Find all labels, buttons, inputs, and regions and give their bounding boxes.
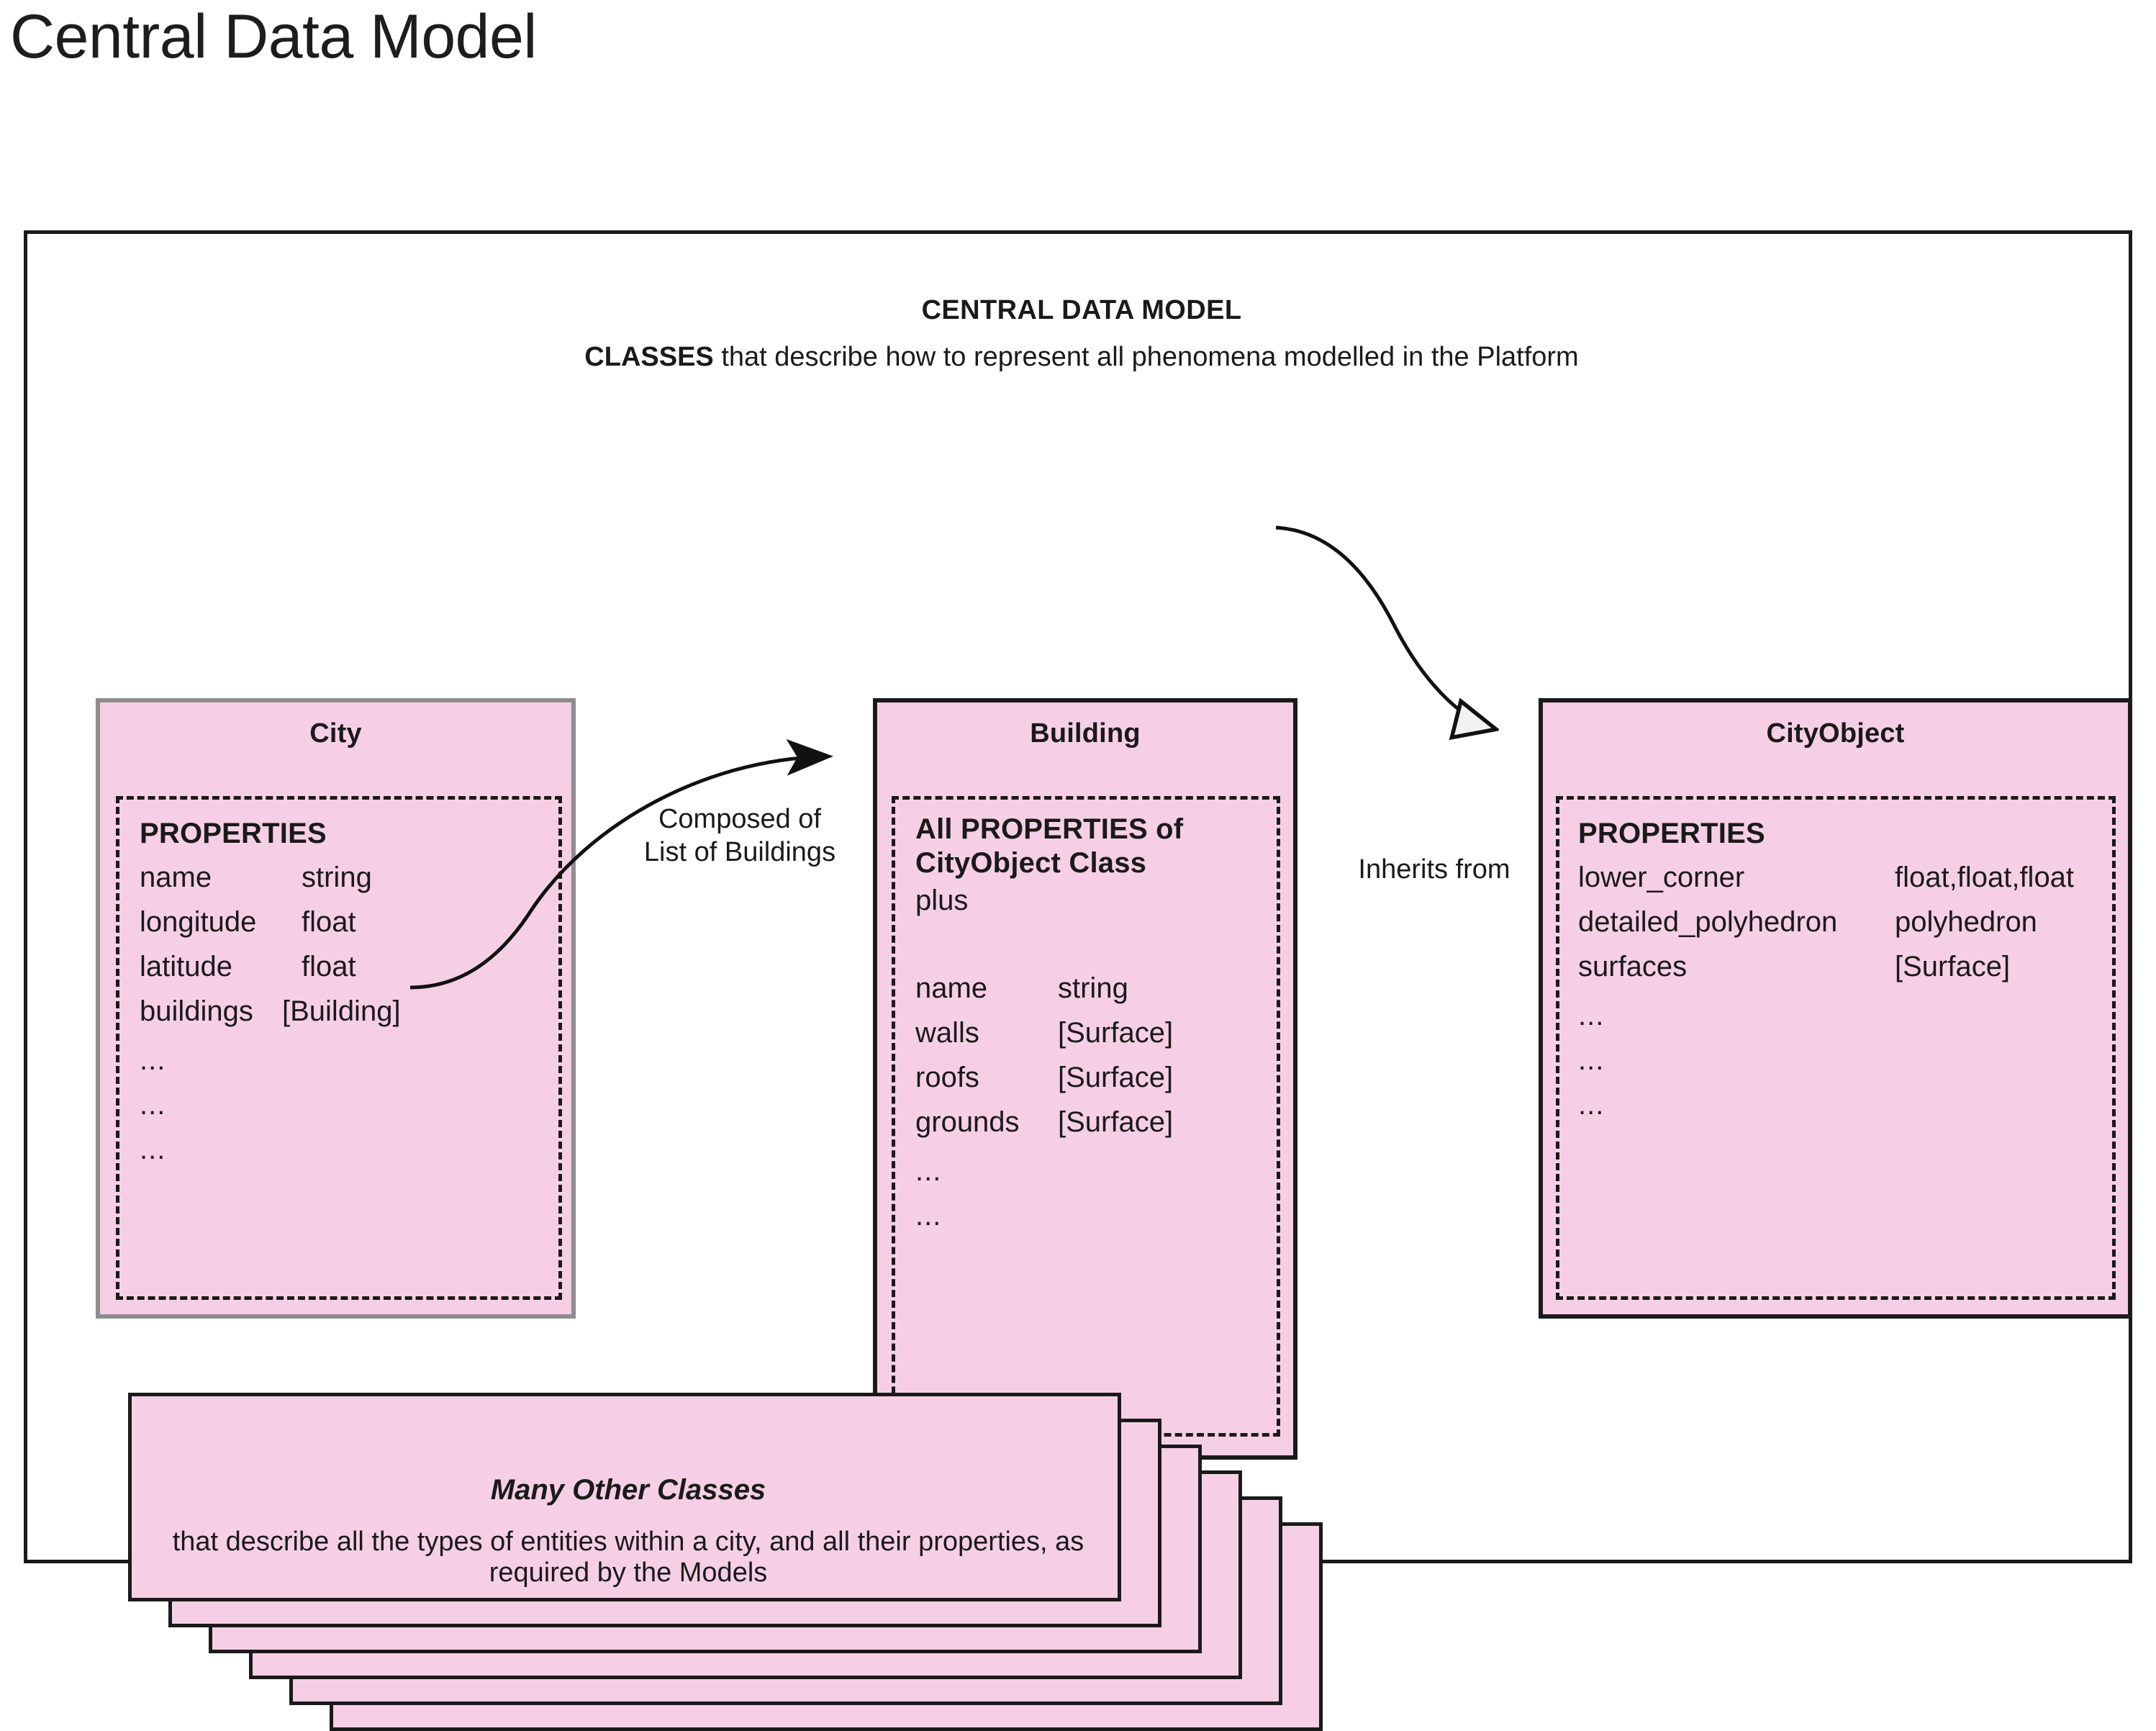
edge-label-composed-of: Composed of List of Buildings <box>643 804 836 868</box>
ellipsis-row: ... <box>140 1134 166 1165</box>
class-title-city: City <box>309 718 362 749</box>
property-name: buildings <box>140 995 253 1027</box>
class-title-cityobject: CityObject <box>1766 718 1905 749</box>
frame-heading: CENTRAL DATA MODEL CLASSES that describe… <box>27 295 2136 373</box>
properties-panel-city: PROPERTIES name string longitude float l… <box>116 796 562 1300</box>
frame-heading-title: CENTRAL DATA MODEL <box>921 295 1242 325</box>
ellipsis-row: ... <box>915 1200 942 1231</box>
ellipsis-row: ... <box>140 1089 166 1121</box>
property-name: grounds <box>915 1106 1020 1138</box>
properties-panel-building: All PROPERTIES of CityObject Class plus … <box>892 796 1280 1437</box>
ellipsis-row: ... <box>1578 1044 1605 1076</box>
edge-label-inherits-from: Inherits from <box>1358 854 1510 885</box>
property-type: float,float,float <box>1895 862 2075 893</box>
property-type: string <box>1058 972 1128 1004</box>
stack-card-text: Many Other Classes that describe all the… <box>132 1474 1125 1588</box>
class-box-cityobject[interactable]: CityObject PROPERTIES lower_corner float… <box>1539 698 2132 1319</box>
frame-heading-subtitle: CLASSES that describe how to represent a… <box>27 342 2136 373</box>
property-type: [Surface] <box>1058 1062 1174 1093</box>
property-type: [Surface] <box>1058 1017 1174 1049</box>
class-title-building: Building <box>1030 718 1141 749</box>
page-title: Central Data Model <box>10 2 537 71</box>
property-name: name <box>915 972 988 1004</box>
property-name: name <box>140 862 212 893</box>
property-name: longitude <box>140 906 257 938</box>
frame-heading-subtitle-rest: that describe how to represent all pheno… <box>713 342 1579 372</box>
properties-subnote-label: plus <box>915 885 969 916</box>
central-data-model-frame: CENTRAL DATA MODEL CLASSES that describe… <box>24 230 2132 1731</box>
property-name: detailed_polyhedron <box>1578 906 1838 938</box>
property-type: [Surface] <box>1058 1106 1174 1138</box>
properties-header-city: PROPERTIES <box>140 818 327 849</box>
stack-card-front[interactable]: Many Other Classes that describe all the… <box>128 1393 1121 1601</box>
ellipsis-row: ... <box>1578 1089 1605 1121</box>
property-type: string <box>302 862 372 893</box>
property-type: float <box>302 906 356 938</box>
property-name: surfaces <box>1578 951 1688 982</box>
property-type: float <box>302 951 356 982</box>
properties-header-cityobject: PROPERTIES <box>1578 818 1765 849</box>
class-box-city[interactable]: City PROPERTIES name string longitude fl… <box>96 698 576 1319</box>
property-name: lower_corner <box>1578 862 1745 893</box>
stack-card-subtitle: that describe all the types of entities … <box>172 1527 1084 1588</box>
ellipsis-row: ... <box>140 1044 166 1076</box>
frame-heading-subtitle-bold: CLASSES <box>584 342 714 372</box>
properties-header-building: All PROPERTIES of CityObject Class <box>915 813 1184 880</box>
ellipsis-row: ... <box>915 1155 942 1187</box>
property-type: [Building] <box>282 995 401 1027</box>
properties-panel-cityobject: PROPERTIES lower_corner float,float,floa… <box>1556 796 2116 1300</box>
class-box-building[interactable]: Building All PROPERTIES of CityObject Cl… <box>873 698 1297 1460</box>
property-name: roofs <box>915 1062 979 1093</box>
stack-card-title: Many Other Classes <box>490 1474 766 1506</box>
property-type: [Surface] <box>1895 951 2011 982</box>
property-name: latitude <box>140 951 232 982</box>
inherits-from-arrow <box>1275 525 1495 729</box>
ellipsis-row: ... <box>1578 1000 1605 1031</box>
property-type: polyhedron <box>1895 906 2037 938</box>
property-name: walls <box>915 1017 979 1049</box>
